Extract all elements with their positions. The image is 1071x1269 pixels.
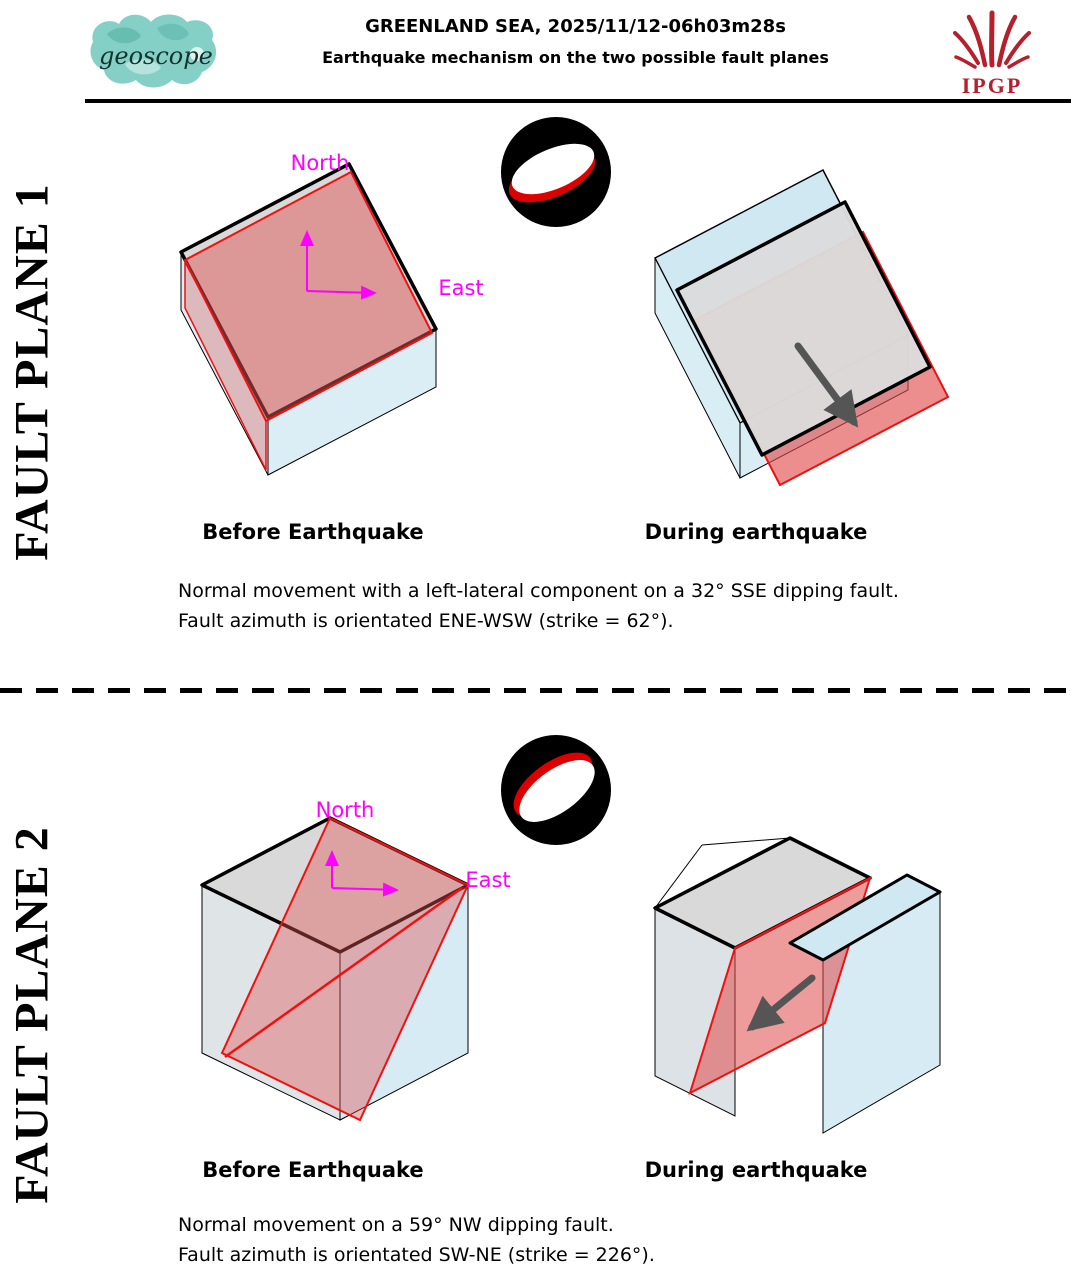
slip-direction-arrow-icon	[794, 342, 859, 428]
hangingwall-top-face	[675, 200, 932, 457]
page-title: GREENLAND SEA, 2025/11/12-06h03m28s	[365, 16, 786, 37]
during-caption-1: During earthquake	[644, 520, 868, 544]
fault2-description-line1: Normal movement on a 59° NW dipping faul…	[178, 1214, 614, 1236]
ipgp-logo-label: IPGP	[962, 73, 1023, 98]
fault2-description-line2: Fault azimuth is orientated SW-NE (strik…	[178, 1244, 655, 1267]
fault1-during-diagram	[653, 168, 950, 487]
before-caption-1: Before Earthquake	[202, 520, 424, 544]
back-edge	[701, 837, 791, 846]
north-label: North	[316, 798, 375, 822]
fault1-before-diagram: North East	[179, 151, 484, 476]
north-label: North	[291, 151, 350, 175]
before-caption-2: Before Earthquake	[202, 1158, 424, 1182]
east-label: East	[465, 868, 510, 892]
header-rule	[85, 99, 1071, 103]
fault-trace-line	[224, 886, 463, 1059]
fault-plane-surface	[220, 816, 470, 1122]
footwall-top-strip	[788, 873, 942, 962]
east-label: East	[438, 276, 483, 300]
fault1-description-line2: Fault azimuth is orientated ENE-WSW (str…	[178, 610, 674, 633]
east-arrow-icon	[306, 285, 377, 300]
fault-plane-side-trace	[184, 259, 267, 471]
fault-plane-1-label: FAULT PLANE 1	[5, 183, 59, 561]
back-edge	[654, 844, 703, 909]
ipgp-logo-icon: IPGP	[953, 10, 1031, 98]
fault2-during-diagram	[653, 836, 942, 1134]
page-subtitle: Earthquake mechanism on the two possible…	[322, 48, 829, 67]
fault1-description: Normal movement with a left-lateral comp…	[178, 576, 899, 636]
geoscope-logo-icon: geoscope	[90, 14, 217, 88]
east-arrow-icon	[331, 882, 399, 897]
fault1-description-line1: Normal movement with a left-lateral comp…	[178, 580, 899, 602]
slip-direction-arrow-icon	[746, 974, 816, 1032]
section-divider	[0, 688, 1071, 693]
fault-plane-2-label: FAULT PLANE 2	[5, 826, 59, 1204]
fault2-before-diagram: North East	[200, 798, 511, 1122]
geoscope-logo-label: geoscope	[99, 42, 213, 70]
focal-mechanism-beachball-2	[501, 735, 611, 845]
fault2-description: Normal movement on a 59° NW dipping faul…	[178, 1210, 655, 1269]
during-caption-2: During earthquake	[644, 1158, 868, 1182]
focal-mechanism-beachball-1	[501, 117, 611, 227]
